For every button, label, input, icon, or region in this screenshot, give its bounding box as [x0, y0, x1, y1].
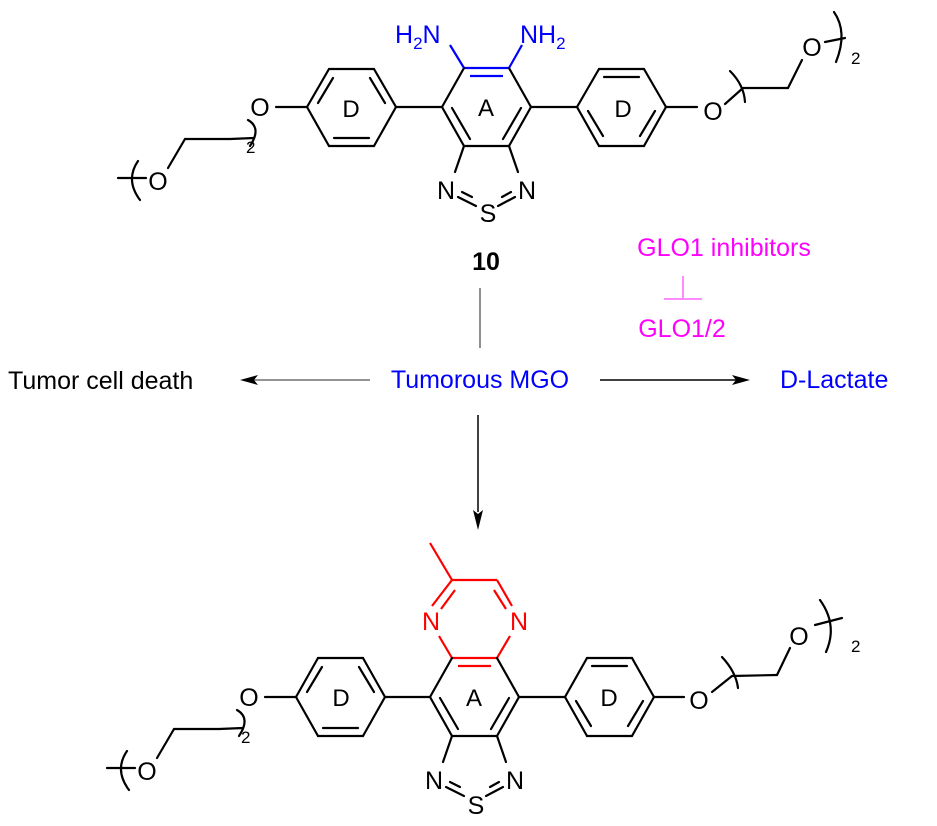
ring-label-a: A — [466, 685, 482, 712]
arrowhead — [732, 375, 750, 385]
ring-label-a: A — [478, 95, 494, 122]
amine-left-label: H2N — [395, 21, 441, 53]
tumorous-mgo-label: Tumorous MGO — [391, 366, 569, 394]
ring-a-bottom: A — [428, 656, 521, 738]
ring-label-d: D — [342, 96, 359, 123]
arrowhead — [473, 510, 483, 530]
repeat-subscript: 2 — [851, 49, 860, 68]
ring-label-d: D — [332, 685, 349, 712]
atom-o: O — [239, 684, 258, 712]
ring-label-d: D — [614, 96, 631, 123]
atom-o: O — [802, 34, 821, 62]
repeat-subscript: 2 — [246, 138, 255, 157]
tumor-cell-death-label: Tumor cell death — [8, 367, 193, 395]
glo1-inhibitors-label: GLO1 inhibitors — [637, 234, 811, 262]
ring-label-d: D — [600, 685, 617, 712]
atom-n: N — [510, 608, 528, 636]
thiadiazole-bottom: N N S — [425, 734, 524, 820]
atom-s: S — [468, 792, 485, 820]
atom-o: O — [789, 623, 808, 651]
ring-d-right-top: D — [575, 67, 668, 148]
ring-d-left-top: D — [305, 67, 398, 148]
repeat-subscript: 2 — [851, 637, 860, 656]
thiadiazole-top: N N S — [437, 144, 536, 228]
ring-d-left-bottom: D — [294, 656, 387, 738]
glo1-2-label: GLO1/2 — [638, 315, 726, 343]
atom-n: N — [422, 608, 440, 636]
atom-o: O — [148, 168, 167, 196]
compound-10: A H2N NH2 N N S — [116, 10, 860, 276]
d-lactate-label: D-Lactate — [780, 366, 888, 394]
ring-a-top: A — [440, 66, 533, 148]
repeat-subscript: 2 — [241, 728, 250, 747]
pyrazine-ring: N N — [422, 542, 528, 668]
atom-o: O — [703, 98, 722, 126]
ring-d-right-bottom: D — [563, 656, 656, 738]
arrowhead — [240, 375, 258, 385]
atom-n: N — [437, 177, 455, 205]
atom-n: N — [506, 767, 524, 795]
atom-s: S — [480, 200, 497, 228]
atom-n: N — [518, 177, 536, 205]
compound-number: 10 — [472, 248, 500, 276]
amine-right-label: NH2 — [520, 21, 566, 53]
atom-n: N — [425, 767, 443, 795]
atom-o: O — [250, 94, 269, 122]
atom-o: O — [137, 758, 156, 786]
compound-product: N N A N N S — [105, 542, 860, 820]
pathway: Tumorous MGO Tumor cell death D-Lactate … — [8, 234, 888, 530]
atom-o: O — [689, 687, 708, 715]
